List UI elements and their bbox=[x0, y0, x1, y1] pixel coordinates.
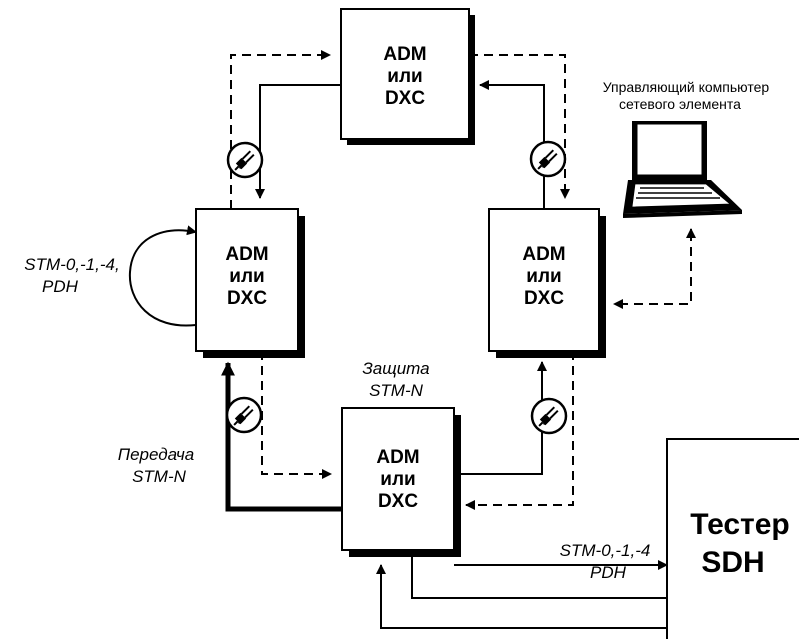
fiber-connector-icon bbox=[226, 141, 264, 179]
tributary-tester-label-line2: PDH bbox=[590, 563, 627, 582]
node-right-line3: DXC bbox=[524, 288, 564, 309]
computer-label-line1: Управляющий компьютер bbox=[603, 79, 770, 95]
node-bottom-line2: или bbox=[380, 469, 415, 490]
adm-node-left: ADM или DXC bbox=[195, 208, 305, 358]
node-bottom-line1: ADM bbox=[376, 447, 419, 468]
protection-label-line1: Защита bbox=[362, 359, 429, 378]
tributary-tester-label-line1: STM-0,-1,-4 bbox=[560, 541, 651, 560]
transmission-label-line2: STM-N bbox=[132, 467, 187, 486]
fiber-connector-icon bbox=[225, 396, 263, 434]
tester-line1: Тестер bbox=[690, 508, 790, 541]
node-bottom-line3: DXC bbox=[378, 491, 418, 512]
fiber-connector-icon bbox=[530, 397, 568, 435]
node-left-line2: или bbox=[229, 266, 264, 287]
adm-node-right: ADM или DXC bbox=[488, 208, 606, 358]
node-right-line2: или bbox=[526, 266, 561, 287]
node-left-line1: ADM bbox=[225, 244, 268, 265]
node-top-line2: или bbox=[387, 66, 422, 87]
adm-node-top: ADM или DXC bbox=[340, 8, 475, 145]
sdh-tester: Тестер SDH bbox=[666, 438, 799, 639]
node-top-line3: DXC bbox=[385, 88, 425, 109]
tributary-left-label-line1: STM-0,-1,-4, bbox=[24, 255, 119, 274]
transmission-label-line1: Передача bbox=[118, 445, 194, 464]
computer-label-line2: сетевого элемента bbox=[619, 96, 741, 112]
tributary-loop bbox=[128, 225, 197, 327]
fiber-connector-icon bbox=[529, 140, 567, 178]
node-top-line1: ADM bbox=[383, 44, 426, 65]
management-link bbox=[613, 232, 692, 309]
tester-links bbox=[376, 550, 668, 629]
protection-label-line2: STM-N bbox=[369, 381, 424, 400]
node-right-line1: ADM bbox=[522, 244, 565, 265]
tester-line2: SDH bbox=[701, 546, 764, 579]
tributary-left-label-line2: PDH bbox=[42, 277, 79, 296]
adm-node-bottom: ADM или DXC bbox=[341, 407, 461, 557]
transmission-path bbox=[221, 361, 342, 512]
node-left-line3: DXC bbox=[227, 288, 267, 309]
laptop-icon bbox=[623, 121, 742, 218]
